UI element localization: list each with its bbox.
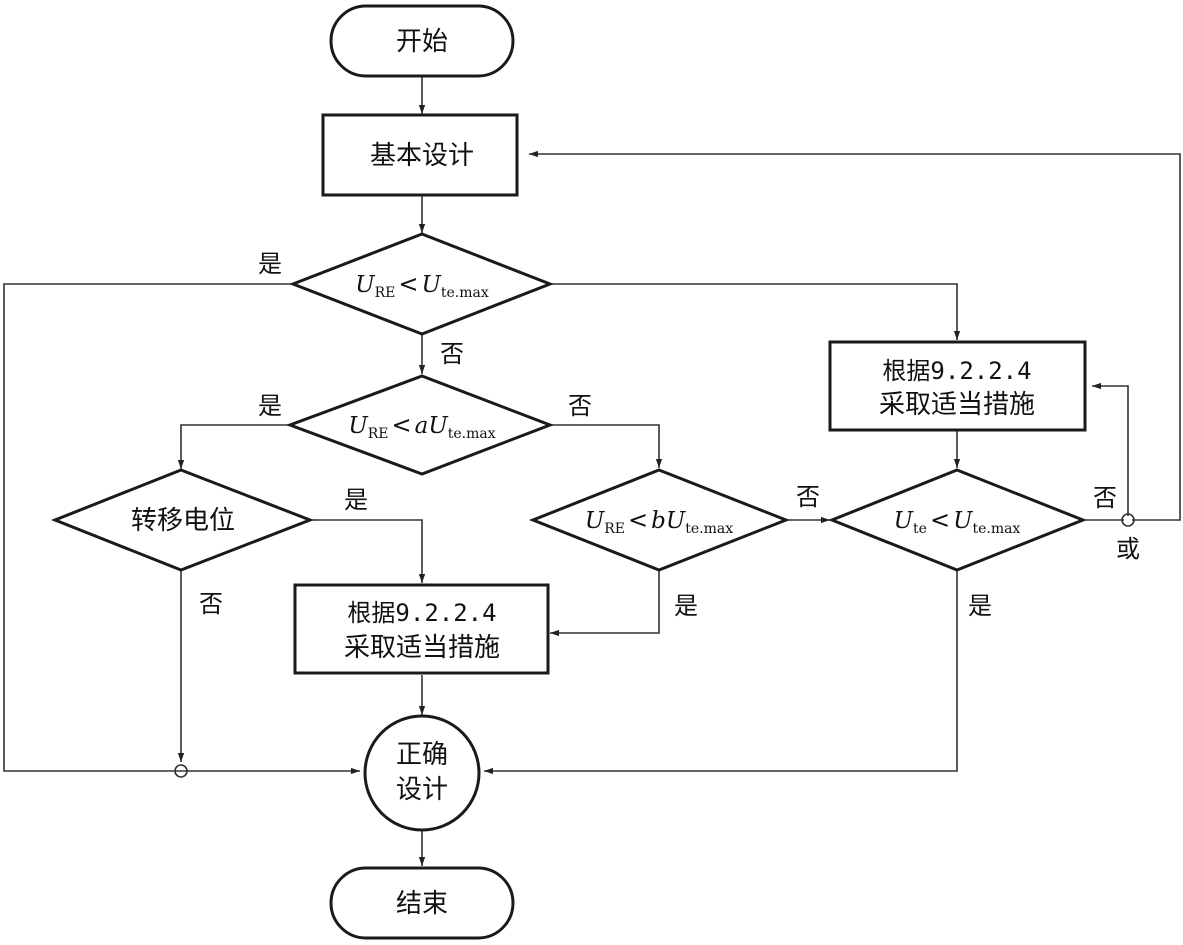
start-label: 开始 xyxy=(396,27,448,57)
decision-cond3: URE<bUte.max xyxy=(528,468,791,572)
label-yes-cond3: 是 xyxy=(674,592,698,620)
measure-right-line2: 采取适当措施 xyxy=(879,390,1035,420)
label-no-transfer: 否 xyxy=(199,590,223,618)
label-yes-transfer: 是 xyxy=(344,486,368,514)
measure-box-right: 根据9.2.2.4 采取适当措施 xyxy=(828,340,1087,432)
line-cond1-to-measure-right xyxy=(550,283,961,340)
basic-design-label: 基本设计 xyxy=(370,141,474,171)
decision-cond4: Ute<Ute.max xyxy=(827,468,1088,572)
start-terminal: 开始 xyxy=(329,4,515,78)
line-junction-to-measure-right xyxy=(529,150,1181,521)
transfer-label: 转移电位 xyxy=(131,506,235,536)
correct-line1: 正确 xyxy=(396,740,448,770)
end-terminal: 结束 xyxy=(329,866,515,940)
junction-left xyxy=(174,764,188,778)
line-cond2-yes-to-transfer xyxy=(177,424,290,469)
line-cond3-yes-to-measure xyxy=(550,570,660,637)
measure-box-mid: 根据9.2.2.4 采取适当措施 xyxy=(293,583,550,675)
correct-line2: 设计 xyxy=(396,775,448,805)
label-yes-cond1: 是 xyxy=(258,250,282,278)
basic-design-box: 基本设计 xyxy=(321,113,519,197)
label-no-cond3: 否 xyxy=(796,483,820,511)
line-cond2-no-to-cond3 xyxy=(550,424,663,468)
decision-cond2: URE<aUte.max xyxy=(285,374,555,476)
decision-transfer: 转移电位 xyxy=(50,468,315,572)
measure-mid-line2: 采取适当措施 xyxy=(344,633,500,663)
connectors xyxy=(3,75,1181,866)
junction-right xyxy=(1121,513,1135,527)
branch-labels: 是 否 是 否 是 否 否 是 否 或 是 xyxy=(199,250,1140,620)
label-yes-cond2: 是 xyxy=(258,392,282,420)
measure-right-line1: 根据9.2.2.4 xyxy=(882,357,1031,385)
line-junction-loop-measure xyxy=(1092,382,1129,516)
cond4-expression: Ute<Ute.max xyxy=(894,506,1021,537)
label-yes-cond4: 是 xyxy=(968,592,992,620)
cond3-expression: URE<bUte.max xyxy=(585,506,733,537)
line-transfer-yes-to-measure xyxy=(310,519,426,583)
line-cond1-yes-left xyxy=(3,283,360,775)
cond2-expression: URE<aUte.max xyxy=(348,411,495,442)
label-no-cond2: 否 xyxy=(568,392,592,420)
line-cond4-yes-to-correct xyxy=(484,570,958,775)
end-label: 结束 xyxy=(396,889,448,919)
label-no-cond1: 否 xyxy=(440,340,464,368)
decision-cond1: URE<Ute.max xyxy=(288,232,555,336)
cond1-expression: URE<Ute.max xyxy=(355,270,489,301)
label-or-cond4: 或 xyxy=(1116,535,1140,563)
label-no-cond4: 否 xyxy=(1093,484,1117,512)
measure-mid-line1: 根据9.2.2.4 xyxy=(347,599,496,627)
correct-design-circle: 正确 设计 xyxy=(363,714,481,832)
